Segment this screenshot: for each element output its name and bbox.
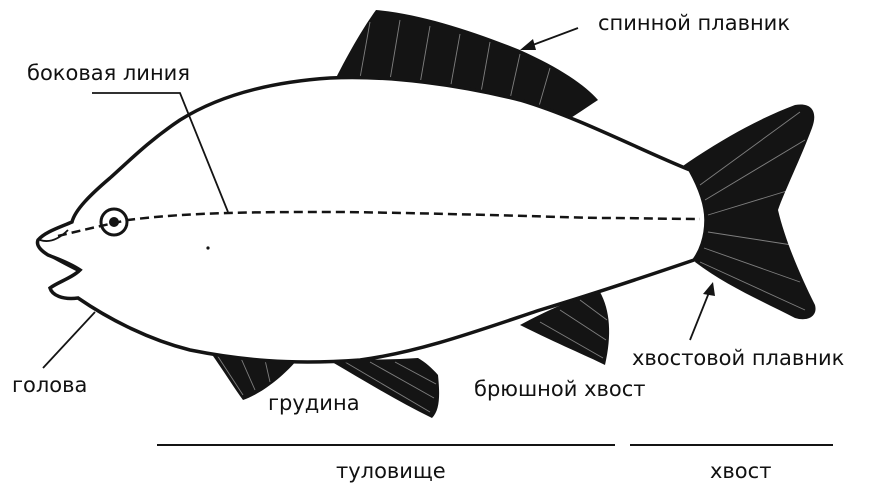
tail-fin — [680, 104, 816, 320]
fish-body — [35, 75, 708, 364]
anal-fin — [520, 292, 610, 365]
pelvic-fin — [325, 358, 440, 418]
label-head: голова — [12, 373, 87, 397]
label-lateral-line: боковая линия — [27, 61, 190, 85]
label-trunk: туловище — [336, 459, 446, 483]
label-breastbone: грудина — [268, 391, 360, 415]
label-dorsal-fin: спинной плавник — [598, 11, 790, 35]
leader-dorsal-fin — [520, 27, 579, 50]
pectoral-fin — [205, 345, 297, 400]
label-tail: хвост — [710, 459, 771, 483]
body-dot — [206, 246, 210, 250]
leader-tail-fin — [689, 282, 715, 341]
label-tail-fin: хвостовой плавник — [632, 346, 844, 370]
leader-head — [42, 311, 96, 369]
lateral-line — [57, 210, 701, 238]
label-belly-tail: брюшной хвост — [474, 377, 646, 401]
mouth — [39, 229, 81, 273]
leader-lateral-line — [92, 92, 229, 213]
